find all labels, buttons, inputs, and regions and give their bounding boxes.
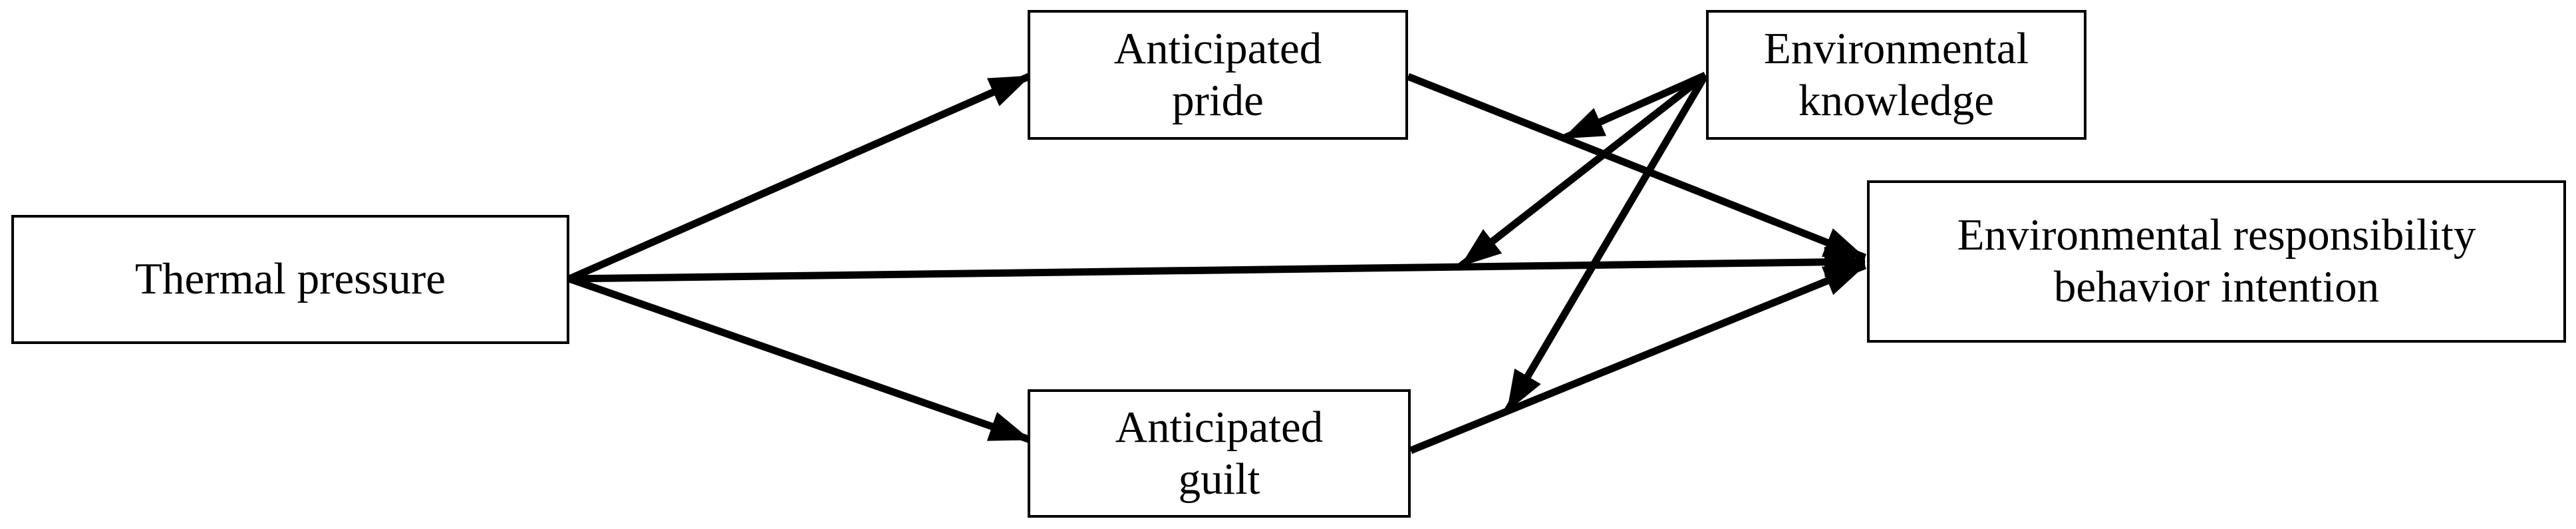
arrow-pride-to-intention [1406,73,1867,262]
node-anticipated-pride: Anticipated pride [1028,10,1408,140]
node-label: Environmental responsibility behavior in… [1957,210,2476,311]
node-environmental-knowledge: Environmental knowledge [1706,10,2086,140]
node-anticipated-guilt: Anticipated guilt [1028,389,1411,518]
moderation-arrow-knowledge-on-guilt-path [1504,73,1709,413]
arrow-thermal-to-guilt [568,275,1032,444]
node-label: Anticipated pride [1113,23,1322,125]
node-thermal-pressure: Thermal pressure [11,215,569,344]
moderation-arrow-knowledge-on-pride-path [1561,71,1707,142]
moderation-arrow-knowledge-on-direct-path [1458,72,1708,269]
node-label: Environmental knowledge [1763,23,2029,125]
arrow-thermal-to-pride [567,72,1032,283]
node-environmental-responsibility-behavior-intention: Environmental responsibility behavior in… [1867,180,2566,343]
arrow-guilt-to-intention [1409,262,1867,454]
node-label: Anticipated guilt [1115,402,1324,504]
node-label: Thermal pressure [135,254,446,304]
arrow-thermal-to-intention [569,246,1866,283]
